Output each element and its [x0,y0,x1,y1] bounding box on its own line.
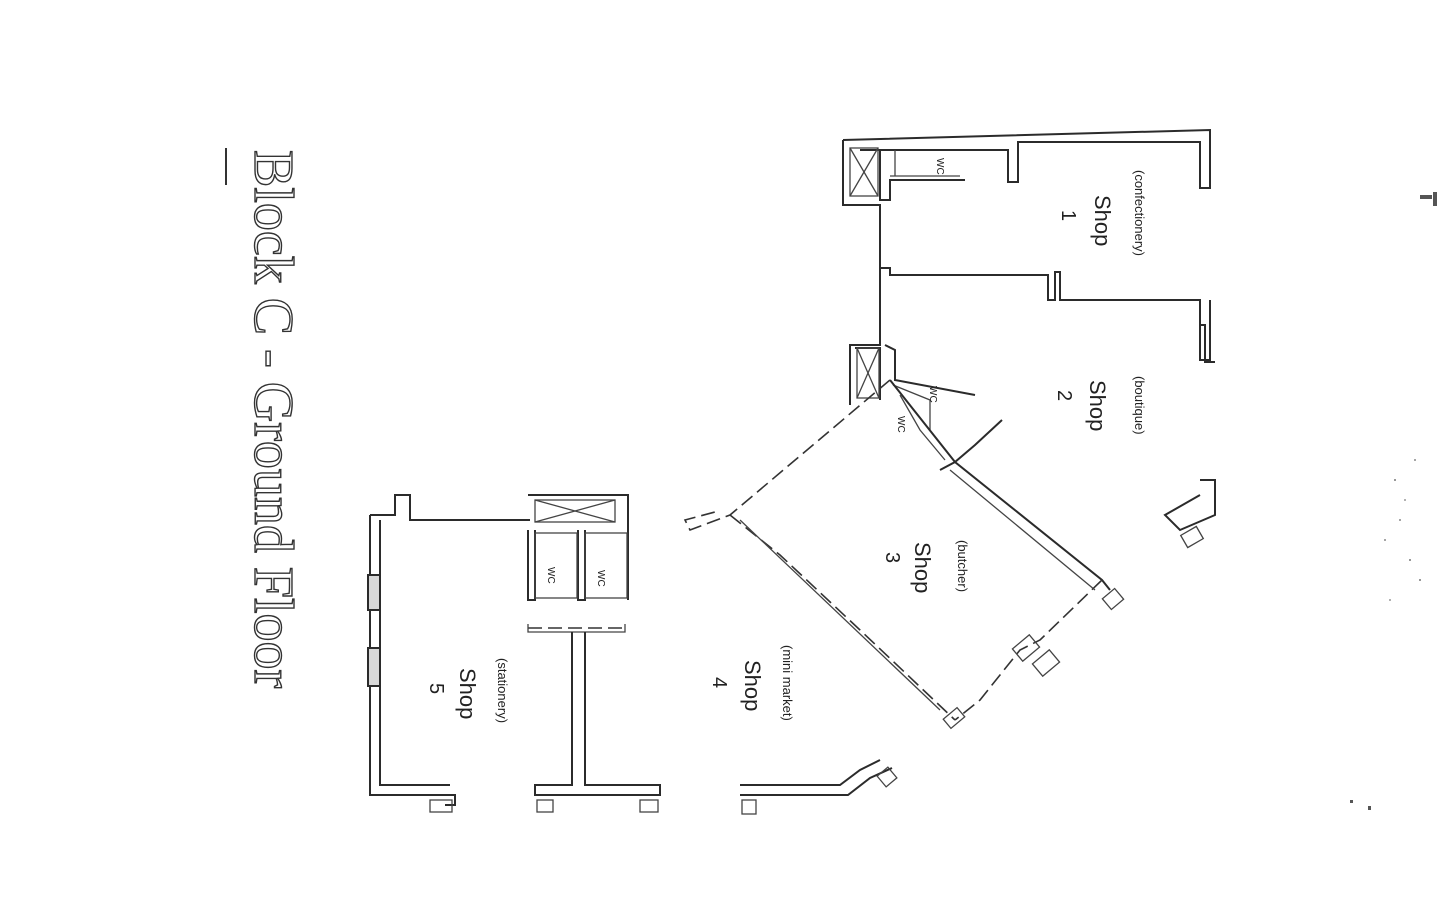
shop-4-label: (mini market) Shop 4 [708,645,795,721]
wc-label-shop-5b: WC [595,570,606,587]
shop-2-category: (boutique) [1132,376,1147,435]
shop-1-label: (confectionery) Shop 1 [1057,170,1147,256]
shop-1-category: (confectionery) [1132,170,1147,256]
shop-5-walls [367,494,661,813]
shop-4-number: 4 [708,677,730,688]
page-title: Block C - Ground Floor [242,150,304,689]
shop-3-name: Shop [910,542,935,593]
scan-noise [1350,192,1437,810]
wc-label-shop-5a: WC [545,567,556,584]
shop-2-name: Shop [1085,380,1110,431]
shop-2-walls [849,267,1216,549]
shop-5-number: 5 [425,683,447,694]
shop-4-walls [740,759,898,815]
shop-5-category: (stationery) [495,658,510,723]
wc-label-shop-1: WC [934,158,945,175]
shop-4-name: Shop [740,660,765,711]
shop-1-number: 1 [1057,210,1079,221]
shop-4-category: (mini market) [780,645,795,721]
shop-5-label: (stationery) Shop 5 [425,658,510,723]
shop-3-label: (butcher) Shop 3 [881,540,970,593]
shop-5-name: Shop [455,668,480,719]
shop-2-label: (boutique) Shop 2 [1053,376,1147,435]
shop-1-walls [842,128,1211,330]
shop-3-category: (butcher) [955,540,970,592]
wc-label-shop-3: WC [895,416,906,433]
shop-3-walls [683,379,1125,730]
wc-label-shop-2: WC [927,386,938,403]
shop-2-number: 2 [1053,390,1075,401]
shop-1-name: Shop [1090,195,1115,246]
shop-3-number: 3 [881,552,903,563]
